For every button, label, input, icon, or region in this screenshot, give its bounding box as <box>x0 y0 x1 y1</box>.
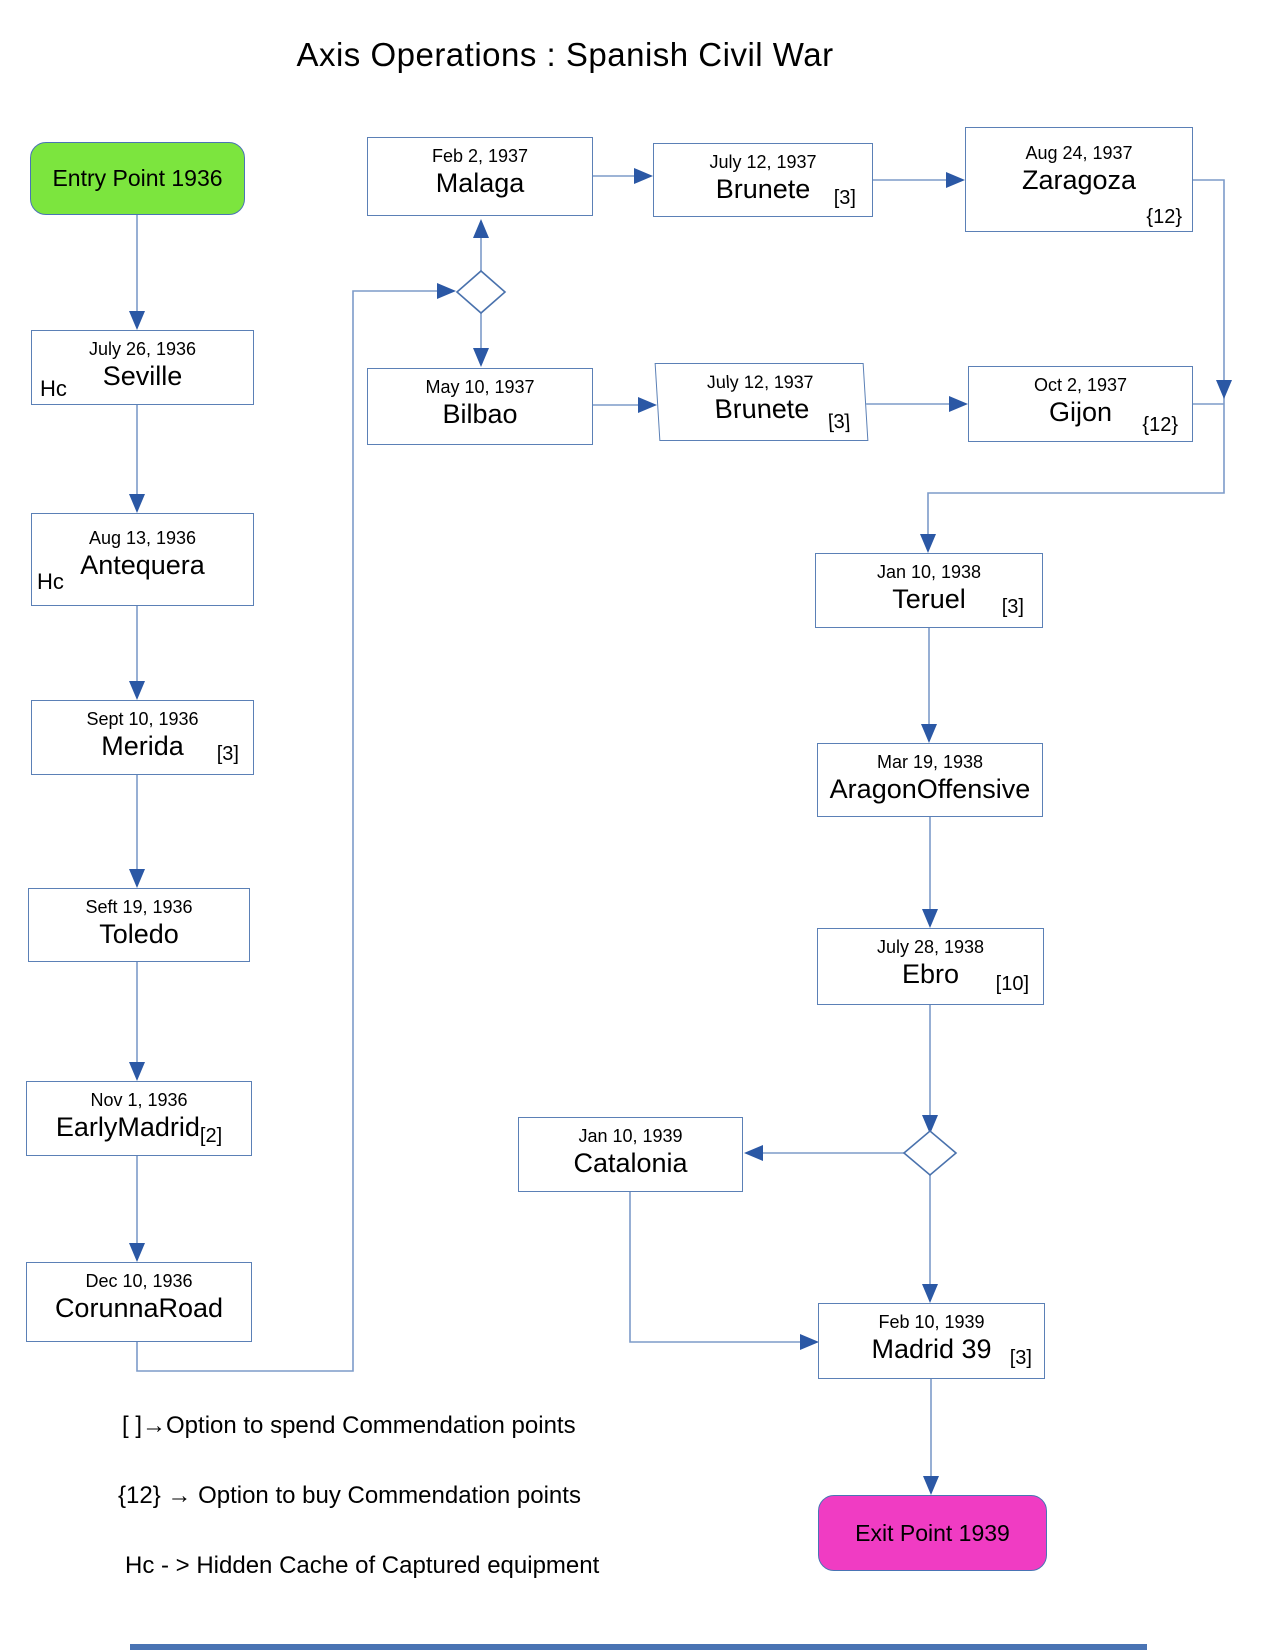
connector-catalonia-madrid39-line <box>629 1192 800 1343</box>
legend-spend-points: [ ]→Option to spend Commendation points <box>122 1412 576 1439</box>
node-date: July 12, 1937 <box>706 372 815 392</box>
connector-corunnaroad-decision1-line <box>136 290 437 1372</box>
node-date: Oct 2, 1937 <box>1033 375 1128 395</box>
node-aragonoffensive: Mar 19, 1938 AragonOffensive <box>817 743 1043 817</box>
connector-rail-teruel-arrowhead <box>920 534 936 553</box>
node-merida: Sept 10, 1936 Merida [3] <box>31 700 254 775</box>
node-brunete-1: July 12, 1937 Brunete [3] <box>653 143 873 217</box>
commendation-tag: [3] <box>833 187 856 209</box>
legend-buy-points: {12} → Option to buy Commendation points <box>118 1482 581 1509</box>
node-name: Ebro <box>901 958 960 989</box>
node-name: Bilbao <box>442 398 518 429</box>
page-title: Axis Operations : Spanish Civil War <box>296 36 834 73</box>
node-toledo: Seft 19, 1936 Toledo <box>28 888 250 962</box>
node-date: July 28, 1938 <box>876 937 985 957</box>
node-date: Jan 10, 1938 <box>876 562 982 582</box>
node-date: Aug 24, 1937 <box>1025 143 1133 163</box>
commendation-tag: [3] <box>827 411 851 433</box>
node-name: Zaragoza <box>1021 164 1137 195</box>
commendation-tag: [3] <box>216 743 239 765</box>
connector-decision1-bilbao-arrowhead <box>473 348 489 367</box>
entry-point-label: Entry Point 1936 <box>52 165 223 191</box>
node-catalonia: Jan 10, 1939 Catalonia <box>518 1117 743 1192</box>
node-malaga: Feb 2, 1937 Malaga <box>367 137 593 216</box>
commendation-tag: [2] <box>199 1124 223 1147</box>
connector-ebro-decision2-arrowhead <box>922 1115 938 1134</box>
node-name-text: EarlyMadrid <box>55 1111 200 1142</box>
node-date: Jan 10, 1939 <box>578 1126 683 1146</box>
node-gijon: Oct 2, 1937 Gijon {12} <box>968 366 1193 442</box>
node-date: Seft 19, 1936 <box>85 897 193 917</box>
node-date: July 12, 1937 <box>709 152 817 172</box>
node-exit-point: Exit Point 1939 <box>818 1495 1047 1571</box>
node-name: Teruel <box>892 583 966 614</box>
node-date: Feb 2, 1937 <box>431 146 529 166</box>
connector-seville-antequera-arrowhead <box>129 494 145 513</box>
connector-madrid39-exit-arrowhead <box>923 1476 939 1495</box>
connector-decision1-malaga-arrowhead <box>473 219 489 238</box>
node-bilbao: May 10, 1937 Bilbao <box>367 368 593 445</box>
hidden-cache-badge: Hc <box>37 569 64 594</box>
node-entry-point: Entry Point 1936 <box>30 142 245 215</box>
node-seville: July 26, 1936 Seville Hc <box>31 330 254 405</box>
connector-brunete2-gijon-arrowhead <box>949 396 968 412</box>
node-name: AragonOffensive <box>829 773 1031 804</box>
node-madrid-39: Feb 10, 1939 Madrid 39 [3] <box>818 1303 1045 1379</box>
node-zaragoza: Aug 24, 1937 Zaragoza {12} <box>965 127 1193 232</box>
node-name: Seville <box>102 360 183 391</box>
node-antequera: Aug 13, 1936 Antequera Hc <box>31 513 254 606</box>
connector-corunnaroad-decision1-arrowhead <box>437 283 456 299</box>
connector-earlymadrid-corunnaroad-arrowhead <box>129 1243 145 1262</box>
node-date: July 26, 1936 <box>88 339 197 359</box>
connector-right-rail-arrowhead <box>1216 380 1232 399</box>
node-name: Madrid 39 <box>871 1333 992 1364</box>
connector-antequera-merida-arrowhead <box>129 681 145 700</box>
node-name: Toledo <box>99 918 179 949</box>
commendation-tag: {12} <box>1146 206 1182 228</box>
node-name: Antequera <box>80 549 205 580</box>
bottom-bar <box>130 1644 1147 1650</box>
connector-malaga-brunete1-arrowhead <box>634 168 653 184</box>
connector-toledo-earlymadrid-arrowhead <box>129 1062 145 1081</box>
connector-teruel-aragon-arrowhead <box>921 724 937 743</box>
node-name: EarlyMadrid[2] <box>27 1111 251 1147</box>
commendation-tag: [3] <box>1001 596 1024 618</box>
commendation-tag: [3] <box>1009 1347 1032 1369</box>
node-date: May 10, 1937 <box>425 377 535 397</box>
node-name: Malaga <box>435 167 525 198</box>
connector-decision2-madrid39-arrowhead <box>922 1284 938 1303</box>
connector-entry-seville-arrowhead <box>129 311 145 330</box>
connector-bilbao-brunete2-arrowhead <box>638 397 657 413</box>
commendation-tag: {12} <box>1142 414 1178 436</box>
node-date: Dec 10, 1936 <box>85 1271 193 1291</box>
exit-point-label: Exit Point 1939 <box>855 1519 1010 1546</box>
hidden-cache-badge: Hc <box>40 376 67 401</box>
node-name: Gijon <box>1048 396 1113 427</box>
connector-decision2-catalonia-arrowhead <box>744 1145 763 1161</box>
node-teruel: Jan 10, 1938 Teruel [3] <box>815 553 1043 628</box>
commendation-tag: [10] <box>995 973 1029 995</box>
node-date: Mar 19, 1938 <box>876 752 984 772</box>
node-date: Sept 10, 1936 <box>86 709 199 729</box>
connector-brunete1-zaragoza-arrowhead <box>946 172 965 188</box>
node-name: CorunnaRoad <box>54 1292 224 1323</box>
node-name: Merida <box>101 730 184 761</box>
connector-aragon-ebro-arrowhead <box>922 909 938 928</box>
node-date: Nov 1, 1936 <box>90 1090 188 1110</box>
node-name: Brunete <box>715 173 811 204</box>
node-corunnaroad: Dec 10, 1936 CorunnaRoad <box>26 1262 252 1342</box>
node-date: Feb 10, 1939 <box>878 1312 985 1332</box>
node-date: Aug 13, 1936 <box>88 528 197 548</box>
decision-diamond-1 <box>455 269 507 315</box>
connector-catalonia-madrid39-arrowhead <box>800 1334 819 1350</box>
node-ebro: July 28, 1938 Ebro [10] <box>817 928 1044 1005</box>
connector-zaragoza-teruel-line <box>927 179 1225 535</box>
node-earlymadrid: Nov 1, 1936 EarlyMadrid[2] <box>26 1081 252 1156</box>
node-brunete-2: July 12, 1937 Brunete [3] <box>654 363 869 441</box>
legend-hidden-cache: Hc - > Hidden Cache of Captured equipmen… <box>125 1552 600 1579</box>
connector-merida-toledo-arrowhead <box>129 869 145 888</box>
decision-diamond-2 <box>902 1129 958 1177</box>
node-name: Catalonia <box>573 1147 688 1178</box>
